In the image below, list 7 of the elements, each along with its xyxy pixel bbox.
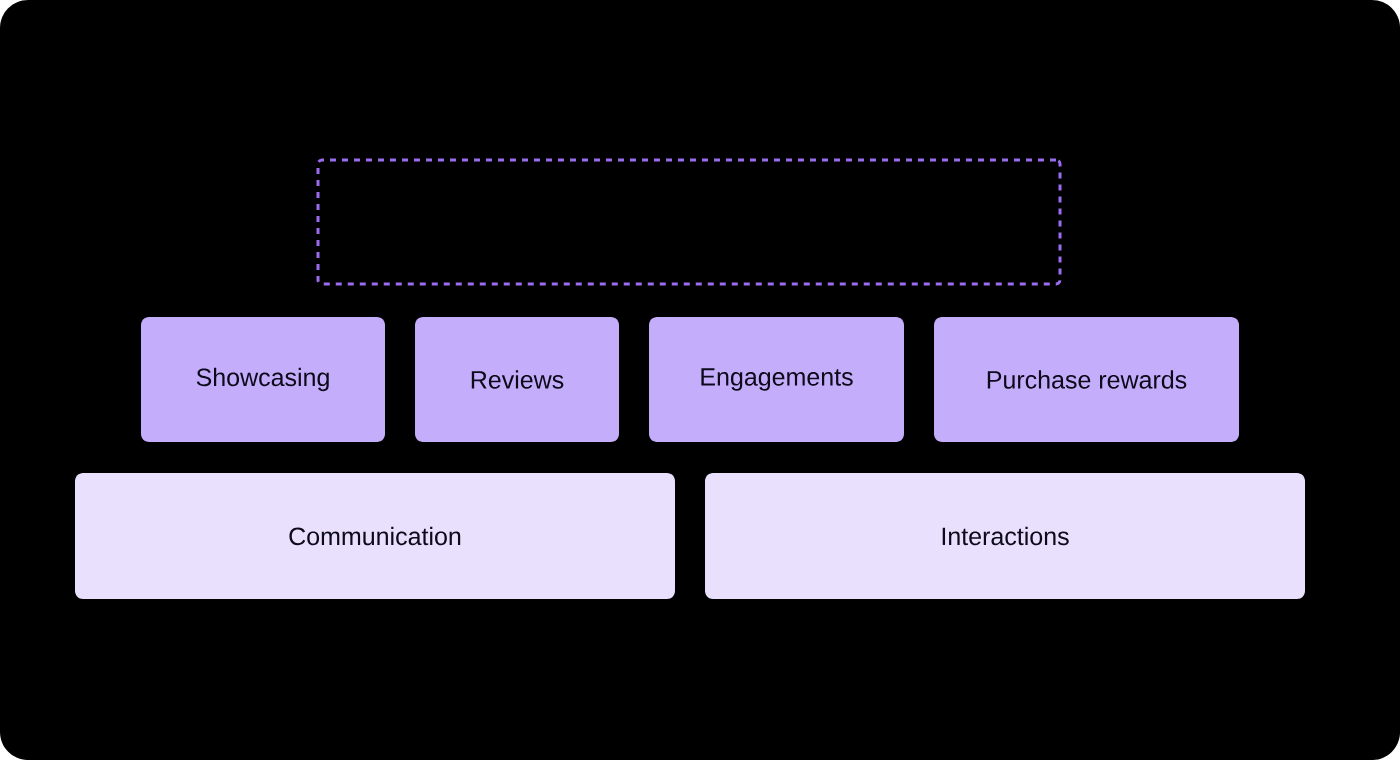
- feature-box: Reviews: [415, 317, 619, 442]
- foundation-box: Interactions: [705, 473, 1305, 599]
- feature-box: Showcasing: [141, 317, 385, 442]
- dashed-placeholder-box: [316, 158, 1062, 286]
- feature-box: Purchase rewards: [934, 317, 1239, 442]
- foundation-box: Communication: [75, 473, 675, 599]
- feature-box: Engagements: [649, 317, 904, 442]
